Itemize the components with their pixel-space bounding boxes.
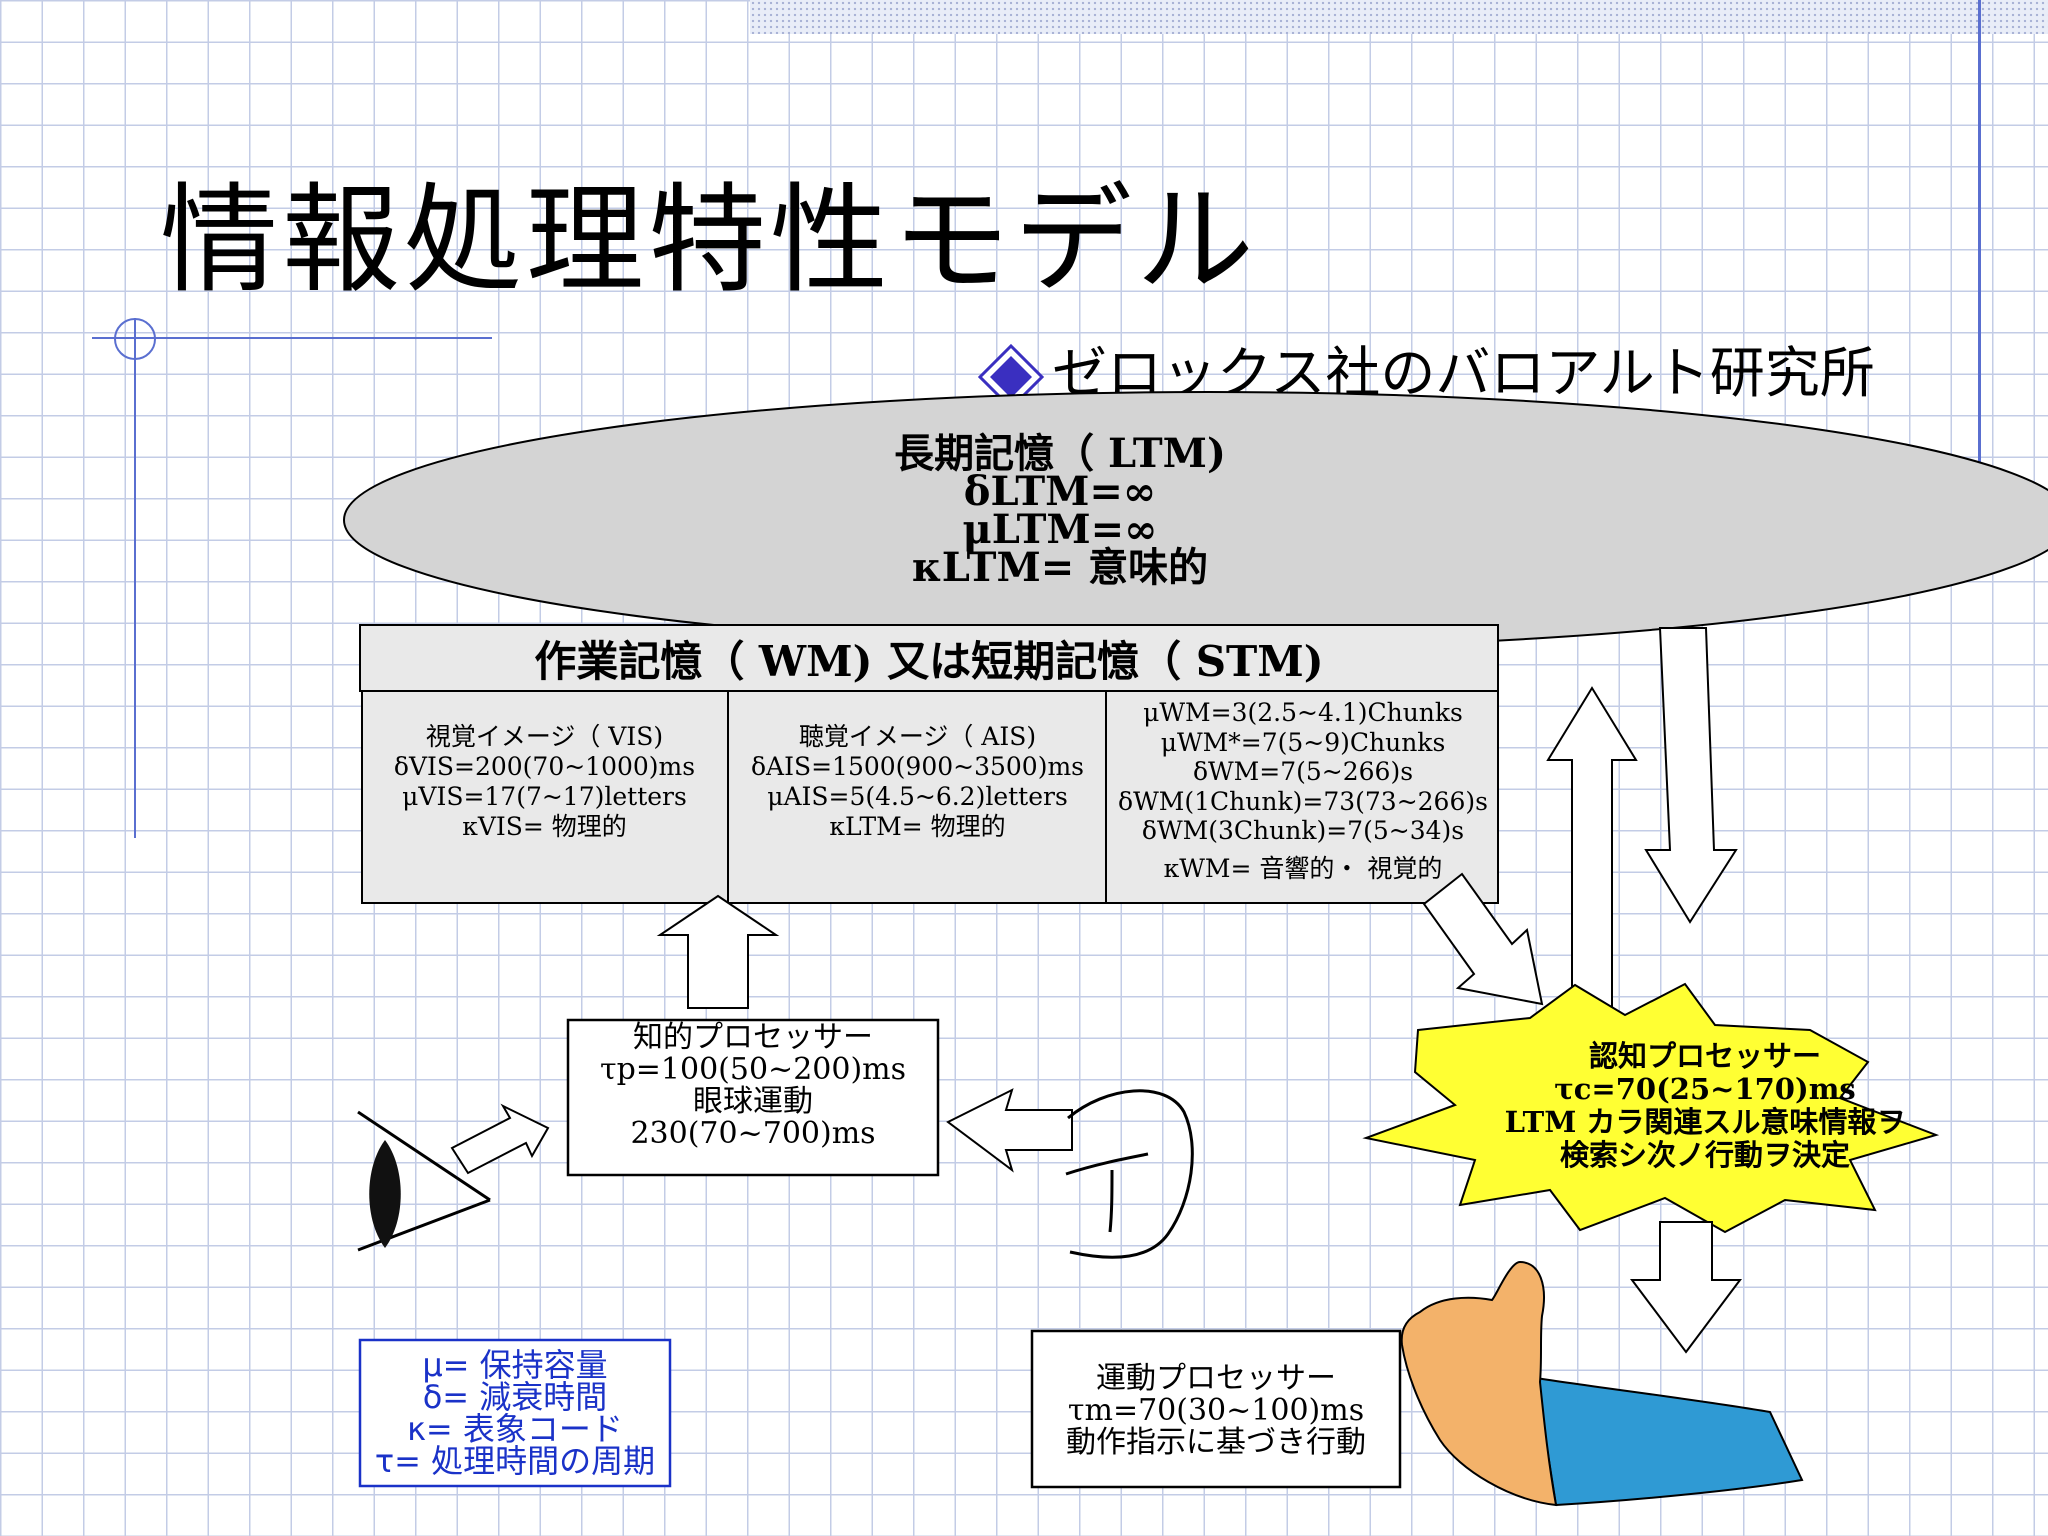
- ais-decay: δAIS=1500(900~3500)ms: [750, 752, 1084, 781]
- vis-capacity: μVIS=17(7~17)letters: [402, 782, 687, 811]
- title-underline-rule: [92, 337, 492, 339]
- cognitive-cycle: τc=70(25~170)ms: [1554, 1072, 1856, 1106]
- ltm-title: 長期記憶（ LTM): [894, 430, 1226, 477]
- arrow-cognitive-to-motor: [1630, 1221, 1742, 1354]
- ais-capacity: μAIS=5(4.5~6.2)letters: [767, 782, 1068, 811]
- wm-code: κWM= 音響的・ 視覚的: [1163, 853, 1443, 883]
- legend-capacity: μ= 保持容量: [422, 1346, 608, 1384]
- wm-header-box: [359, 624, 1499, 692]
- perceptual-eye-movement: 眼球運動: [693, 1084, 813, 1119]
- wm-capacity: μWM=3(2.5~4.1)Chunks: [1143, 698, 1463, 727]
- cognitive-processor-burst: [1362, 982, 1940, 1234]
- auditory-image-cell: 聴覚イメージ（ AIS) δAIS=1500(900~3500)ms μAIS=…: [730, 722, 1105, 842]
- perceptual-cycle: τp=100(50~200)ms: [599, 1052, 907, 1087]
- crosshair-circle-icon: [114, 318, 156, 360]
- arrow-perceptual-to-wm: [656, 894, 780, 1009]
- cognitive-desc-1: LTM カラ関連スル意味情報ヲ: [1504, 1105, 1906, 1139]
- wm-decay-1chunk: δWM(1Chunk)=73(73~266)s: [1118, 786, 1488, 816]
- arrow-eye-to-perceptual: [450, 1103, 550, 1175]
- arrow-wm-to-cognitive: [1422, 872, 1544, 1006]
- motor-processor-text: 運動プロセッサー τm=70(30~100)ms 動作指示に基づき行動: [1032, 1363, 1400, 1459]
- ltm-text: 長期記憶（ LTM) δLTM=∞ μLTM=∞ κLTM= 意味的: [780, 430, 1340, 591]
- ais-code: κLTM= 物理的: [829, 812, 1006, 841]
- arrow-memory-to-cognitive-down: [1644, 627, 1738, 924]
- wm-capacity-star: μWM*=7(5~9)Chunks: [1160, 727, 1446, 757]
- page-title: 情報処理特性モデル: [160, 171, 1259, 309]
- top-dotted-band: [750, 0, 2048, 34]
- cognitive-desc-2: 検索シ次ノ行動ヲ決定: [1559, 1138, 1850, 1172]
- legend-decay: δ= 減衰時間: [422, 1378, 608, 1416]
- wm-header-text: 作業記憶（ WM) 又は短期記憶（ STM): [534, 636, 1324, 686]
- perceptual-processor-box: [566, 1018, 940, 1177]
- hand-icon: [1400, 1260, 1804, 1507]
- motor-cycle: τm=70(30~100)ms: [1067, 1393, 1365, 1428]
- perceptual-title: 知的プロセッサー: [633, 1020, 873, 1055]
- right-vertical-rule: [1978, 0, 1981, 525]
- wm-decay: δWM=7(5~266)s: [1192, 757, 1414, 786]
- ltm-capacity: μLTM=∞: [962, 506, 1158, 553]
- motor-title: 運動プロセッサー: [1096, 1361, 1336, 1396]
- perceptual-processor-text: 知的プロセッサー τp=100(50~200)ms 眼球運動 230(70~70…: [568, 1022, 938, 1150]
- wm-body-box: [361, 690, 1499, 904]
- legend-code: κ= 表象コード: [407, 1410, 623, 1448]
- left-vertical-rule: [134, 318, 136, 838]
- visual-image-cell: 視覚イメージ（ VIS) δVIS=200(70~1000)ms μVIS=17…: [362, 722, 727, 842]
- arrow-sound-to-perceptual: [946, 1088, 1073, 1173]
- cognitive-title: 認知プロセッサー: [1588, 1039, 1821, 1073]
- vis-decay: δVIS=200(70~1000)ms: [393, 752, 696, 781]
- ais-title: 聴覚イメージ（ AIS): [798, 722, 1037, 751]
- perceptual-eye-time: 230(70~700)ms: [630, 1116, 876, 1151]
- motor-processor-box: [1030, 1329, 1402, 1489]
- ltm-decay: δLTM=∞: [963, 468, 1157, 515]
- vis-title: 視覚イメージ（ VIS): [425, 722, 664, 751]
- motor-desc: 動作指示に基づき行動: [1066, 1425, 1366, 1460]
- vis-code: κVIS= 物理的: [462, 812, 627, 841]
- arrow-cognitive-to-memory-up: [1546, 686, 1638, 1044]
- legend-text: μ= 保持容量 δ= 減衰時間 κ= 表象コード τ= 処理時間の周期: [360, 1340, 670, 1486]
- ear-icon: [1065, 1089, 1194, 1259]
- legend-cycle: τ= 処理時間の周期: [374, 1442, 656, 1480]
- legend-box: [358, 1338, 672, 1488]
- wm-parameters-cell: μWM=3(2.5~4.1)Chunks μWM*=7(5~9)Chunks δ…: [1108, 698, 1498, 883]
- cognitive-processor-text: 認知プロセッサー τc=70(25~170)ms LTM カラ関連スル意味情報ヲ…: [1420, 1040, 1990, 1172]
- ltm-code: κLTM= 意味的: [911, 544, 1209, 591]
- eye-icon: [357, 1110, 491, 1252]
- wm-decay-3chunk: δWM(3Chunk)=7(5~34)s: [1141, 816, 1465, 845]
